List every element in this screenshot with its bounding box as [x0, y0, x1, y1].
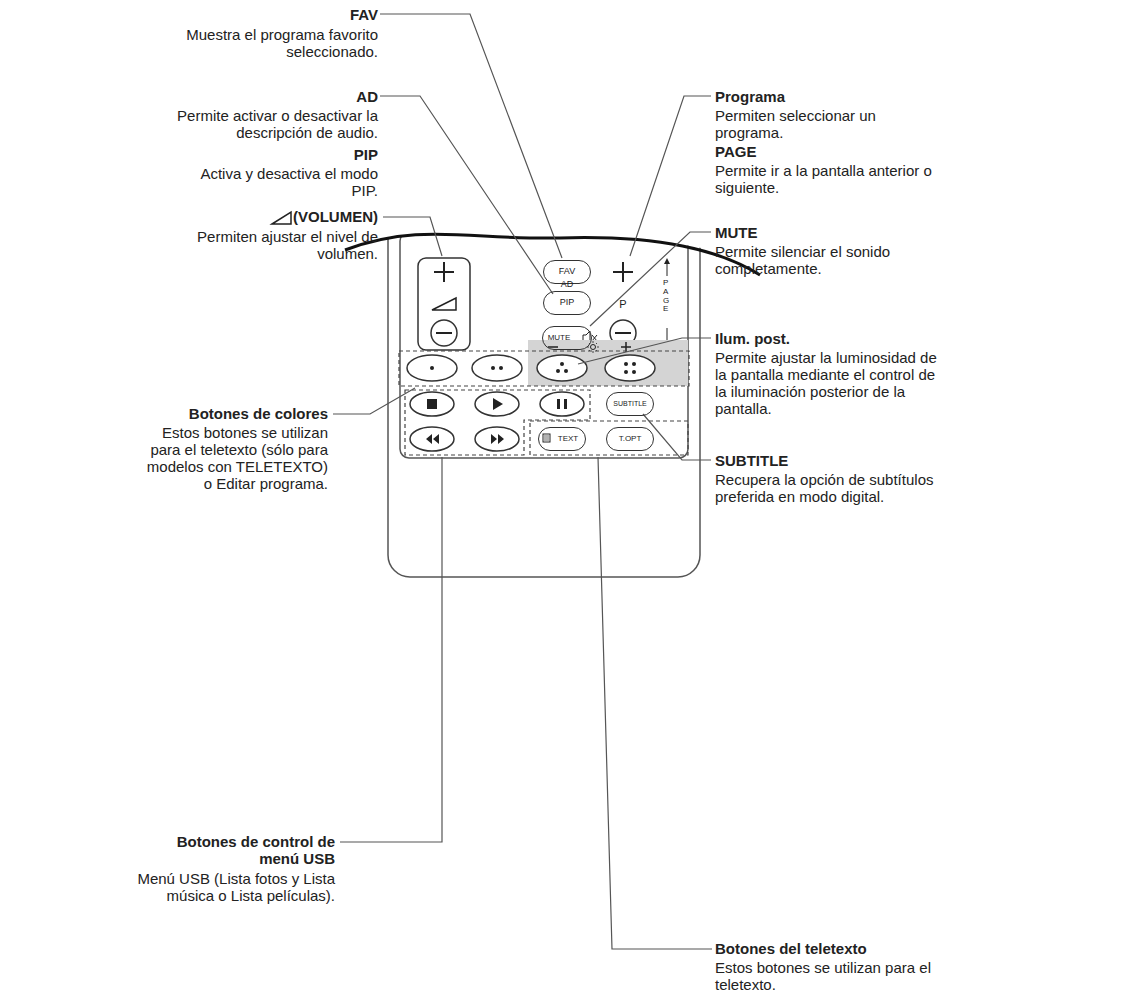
button-outline: PIP — [543, 291, 591, 315]
page-vertical-label: PAGE — [663, 279, 667, 314]
remote-button: MUTE — [542, 326, 592, 350]
color-button-bracket — [399, 351, 689, 386]
callout-heading: Ilum. post. — [715, 330, 915, 347]
callout-description: Permite activar o desactivar la descripc… — [138, 107, 378, 141]
teletext-icon-lines — [544, 436, 549, 440]
callout-heading: FAV — [258, 6, 378, 23]
callout-description: Activa y desactiva el modo PIP. — [178, 165, 378, 199]
cutaway-wave — [345, 234, 760, 275]
plus-sign — [613, 262, 633, 282]
color-buttons — [407, 355, 655, 381]
plus-sign — [434, 262, 454, 282]
callout-heading: MUTE — [715, 224, 915, 241]
minus-sign — [548, 346, 558, 348]
callout-heading: Programa — [715, 88, 915, 105]
remote-button: TEXT — [538, 427, 586, 451]
usb-buttons — [410, 392, 584, 451]
remote-button: P — [596, 289, 650, 319]
volume-symbol — [272, 212, 291, 224]
button-outline: MUTE — [542, 326, 592, 350]
callout-description: Permite ir a la pantalla anterior o sigu… — [715, 162, 955, 196]
callout-description: Permiten ajustar el nivel de volumen. — [173, 228, 378, 262]
callout-heading: Botones del teletexto — [715, 940, 955, 957]
button-text: SUBTITLE — [613, 400, 646, 408]
callout-description: Recupera la opción de subtítulos preferi… — [715, 471, 935, 505]
leader-lines — [333, 14, 712, 949]
minus-sign — [615, 332, 631, 334]
volume-rocker — [418, 258, 470, 350]
callout-heading: PAGE — [715, 143, 915, 160]
page-arrowheads — [664, 258, 670, 348]
button-text: TEXT — [558, 435, 578, 444]
callout-heading: Botones de colores — [138, 405, 328, 422]
button-text: MUTE — [548, 334, 571, 343]
button-text: P — [619, 298, 626, 310]
callout-description: Menú USB (Lista fotos y Lista música o L… — [120, 870, 335, 904]
callout-heading: PIP — [258, 146, 378, 163]
callout-description: Permiten seleccionar un programa. — [715, 107, 915, 141]
remote-body — [388, 215, 700, 577]
callout-description: Muestra el programa favorito seleccionad… — [183, 26, 378, 60]
volume-symbol — [432, 298, 456, 310]
button-panel — [400, 232, 688, 458]
minus-sign — [436, 332, 452, 334]
color-button-dots — [430, 362, 636, 374]
callout-description: Permite silenciar el sonido completament… — [715, 243, 930, 277]
minus-button — [431, 320, 457, 346]
button-text: T.OPT — [619, 435, 642, 444]
teletext-button-bracket — [530, 421, 688, 455]
callout-heading: SUBTITLE — [715, 452, 915, 469]
button-text: PIP — [560, 298, 575, 308]
callout-heading: (VOLUMEN) — [258, 208, 378, 225]
remote-button: SUBTITLE — [606, 392, 654, 416]
button-outline: T.OPT — [606, 427, 654, 451]
button-outline: SUBTITLE — [606, 392, 654, 416]
remote-button: T.OPT — [606, 427, 654, 451]
backlight-highlight — [528, 340, 688, 386]
button-outline: TEXT — [538, 427, 586, 451]
callout-heading: Botones de control de menú USB — [135, 833, 335, 867]
callout-description: Estos botones se utilizan para el telete… — [715, 959, 955, 993]
callout-description: Permite ajustar la luminosidad de la pan… — [715, 349, 950, 417]
remote-button: AD PIP — [543, 280, 591, 315]
usb-button-symbols — [426, 398, 567, 444]
usb-button-bracket — [405, 390, 590, 455]
callout-description: Estos botones se utilizan para el telete… — [138, 424, 328, 492]
callout-heading: AD — [258, 88, 378, 105]
button-text: FAV — [559, 267, 575, 277]
button-text: AD — [561, 280, 574, 290]
backlight-sun — [591, 345, 596, 350]
teletext-icon — [543, 434, 550, 442]
